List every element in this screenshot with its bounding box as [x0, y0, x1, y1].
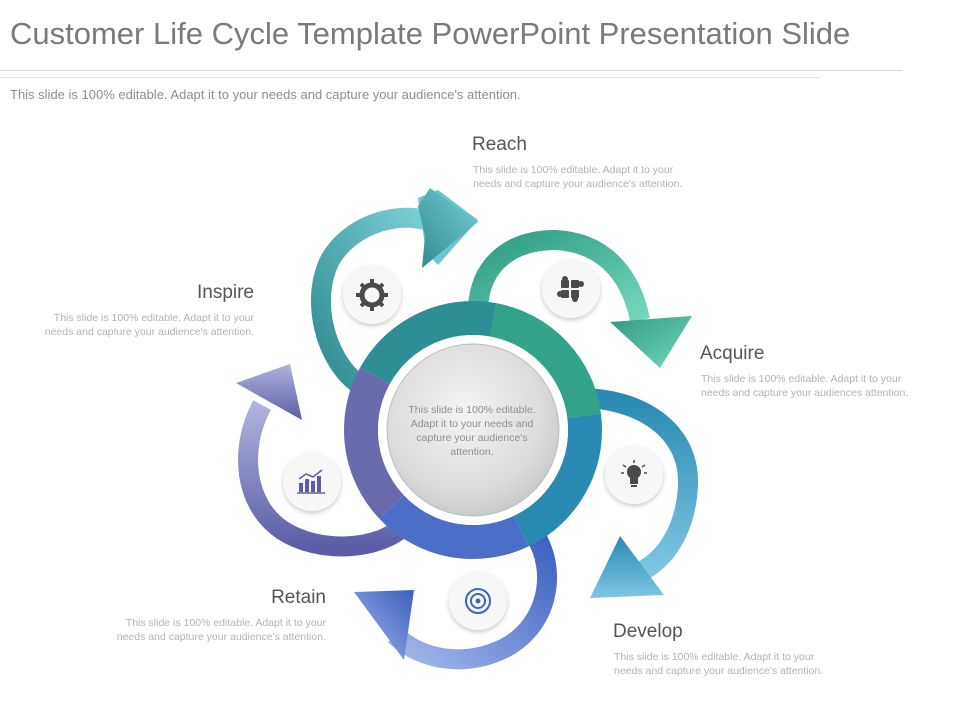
- stage-label-acquire: Acquire: [700, 343, 765, 364]
- target-icon: [465, 588, 491, 614]
- stage-label-retain: Retain: [271, 587, 326, 608]
- cycle-ring: [344, 301, 602, 559]
- arrow-acquire: [468, 229, 692, 368]
- arrow-reach: [310, 188, 478, 391]
- stage-desc-acquire: This slide is 100% editable. Adapt it to…: [701, 373, 909, 399]
- stage-desc-develop: This slide is 100% editable. Adapt it to…: [614, 651, 824, 677]
- gear-icon: [356, 279, 388, 311]
- title-divider: [0, 70, 902, 71]
- arrow-develop: [579, 388, 699, 598]
- icon-badge-acquire: [542, 260, 600, 318]
- title-divider-secondary: [0, 77, 820, 78]
- stage-desc-reach: This slide is 100% editable. Adapt it to…: [473, 164, 683, 190]
- stage-desc-retain: This slide is 100% editable. Adapt it to…: [116, 617, 326, 643]
- page-subtitle: This slide is 100% editable. Adapt it to…: [10, 87, 521, 102]
- lightbulb-icon: [621, 460, 647, 487]
- bar-chart-icon: [297, 469, 325, 494]
- center-description: This slide is 100% editable. Adapt it to…: [408, 404, 536, 458]
- stage-label-inspire: Inspire: [196, 282, 254, 303]
- arrow-retain: [354, 529, 557, 670]
- stage-desc-inspire: This slide is 100% editable. Adapt it to…: [44, 312, 254, 338]
- stage-label-develop: Develop: [613, 621, 683, 642]
- icon-badge-reach: [343, 266, 401, 324]
- center-disc: [386, 343, 560, 517]
- arrow-inspire: [236, 364, 413, 557]
- page-title: Customer Life Cycle Template PowerPoint …: [10, 16, 851, 51]
- puzzle-icon: [557, 276, 584, 302]
- stage-label-reach: Reach: [472, 134, 527, 155]
